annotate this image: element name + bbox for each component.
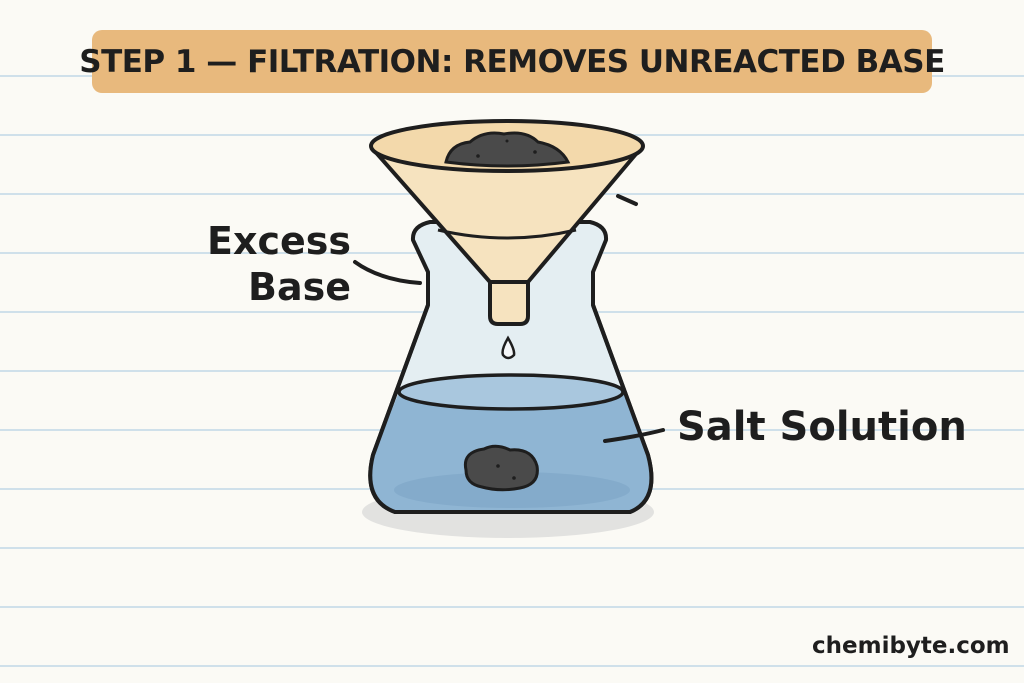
funnel-residue — [444, 131, 571, 168]
title-banner: STEP 1 — FILTRATION: REMOVES UNREACTED B… — [79, 30, 945, 93]
excess-base-label-line2: Base — [248, 265, 351, 309]
excess-base-leader-line — [353, 260, 422, 285]
page-title: STEP 1 — FILTRATION: REMOVES UNREACTED B… — [79, 43, 945, 80]
solution-surface — [397, 373, 625, 411]
droplet — [501, 335, 516, 360]
flask-residue — [463, 444, 539, 492]
funnel-stem — [488, 280, 530, 326]
excess-base-label: Excess Base — [205, 218, 351, 310]
salt-solution-label: Salt Solution — [677, 404, 967, 450]
excess-base-label-line1: Excess — [206, 219, 351, 263]
salt-solution-leader-line — [603, 428, 665, 443]
watermark: chemibyte.com — [812, 633, 1010, 659]
